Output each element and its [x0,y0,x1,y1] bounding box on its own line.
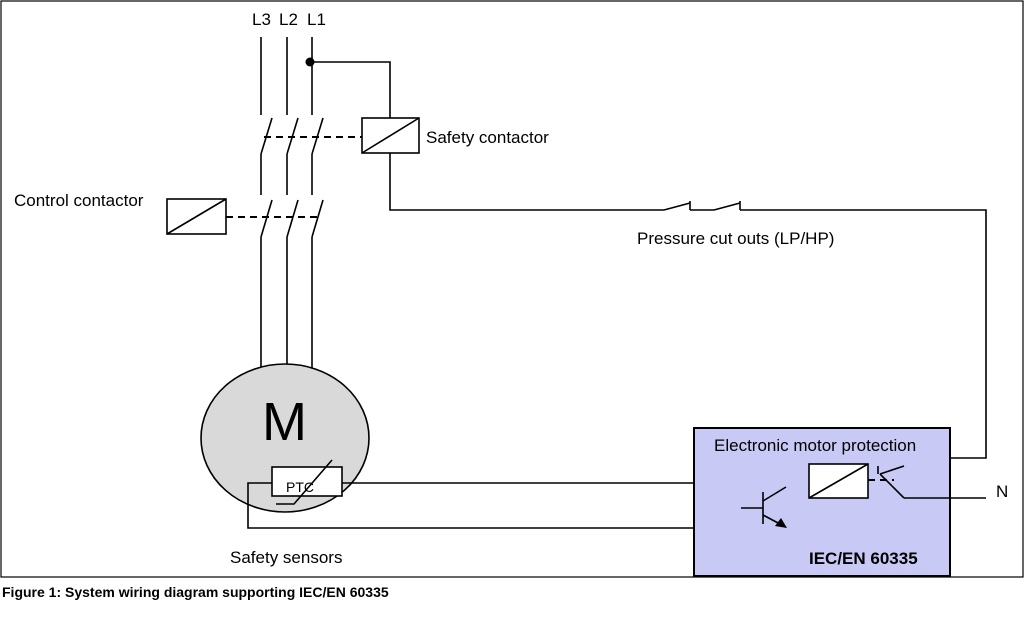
control-contactor-label: Control contactor [14,191,144,210]
safety-sensors-label: Safety sensors [230,548,342,567]
control-contactor-switches [260,199,324,368]
pressure-cutout-switches [636,201,906,211]
protection-relay-switch [877,465,986,499]
ptc-sensor: PTC [271,459,343,505]
phase-lines [260,37,313,115]
safety-loop-wire [389,153,636,211]
phase-label-l2: L2 [279,10,298,29]
standard-label: IEC/EN 60335 [809,549,918,568]
control-contactor-coil [166,198,227,235]
motor-protection-label: Electronic motor protection [714,436,916,455]
wiring-diagram: L3 L2 L1 Safety contactor Pressure cut o… [0,0,1024,578]
ptc-label: PTC [286,479,314,495]
coil-feed-wire [310,61,391,118]
safety-contactor-coil [361,117,420,154]
motor-label: M [262,392,307,452]
phase-label-l3: L3 [252,10,271,29]
figure-caption: Figure 1: System wiring diagram supporti… [2,584,389,600]
phase-label-l1: L1 [307,10,326,29]
safety-contactor-label: Safety contactor [426,128,549,147]
sensor-wire-bottom [247,482,694,529]
neutral-label: N [996,482,1008,501]
pressure-cutouts-label: Pressure cut outs (LP/HP) [637,229,834,248]
motor-protection-box [693,427,951,577]
transistor-symbol [741,486,787,528]
protection-relay-coil [808,463,869,499]
